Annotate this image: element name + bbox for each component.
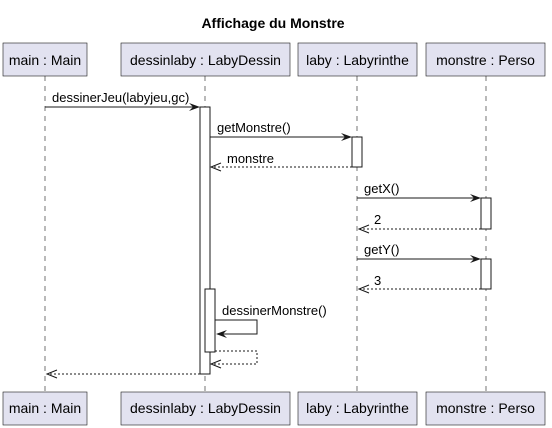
message-gety: getY() <box>357 242 481 263</box>
message-getx: getX() <box>357 181 481 202</box>
message-label: 2 <box>374 212 381 227</box>
participant-label: main : Main <box>9 400 81 416</box>
message-return-monstre: monstre <box>209 151 352 172</box>
participant-label: main : Main <box>9 52 81 68</box>
activation-laby <box>351 136 363 168</box>
message-getmonstre: getMonstre() <box>210 120 352 141</box>
message-label: monstre <box>227 151 274 166</box>
activation-dessinlaby-nested <box>204 288 216 353</box>
participant-main-top: main : Main <box>2 42 88 77</box>
message-label: 3 <box>374 273 381 288</box>
diagram-title: Affichage du Monstre <box>201 15 344 31</box>
participant-label: laby : Labyrinthe <box>306 400 409 416</box>
activation-monstre-getx <box>480 197 492 230</box>
message-return-y: 3 <box>357 273 481 294</box>
participant-dessinlaby-top: dessinlaby : LabyDessin <box>120 42 291 77</box>
participant-laby-bottom: laby : Labyrinthe <box>297 391 418 426</box>
message-self-return <box>209 350 258 369</box>
message-label: dessinerMonstre() <box>222 303 327 318</box>
message-dessinerjeu: dessinerJeu(labyjeu,gc) <box>45 90 200 111</box>
message-label: getX() <box>364 181 399 196</box>
participant-dessinlaby-bottom: dessinlaby : LabyDessin <box>120 391 291 426</box>
participant-monstre-top: monstre : Perso <box>425 42 546 77</box>
participant-label: dessinlaby : LabyDessin <box>130 52 281 68</box>
participant-monstre-bottom: monstre : Perso <box>425 391 546 426</box>
message-return-main <box>45 369 200 379</box>
participant-main-bottom: main : Main <box>2 391 88 426</box>
participant-label: monstre : Perso <box>436 52 535 68</box>
participant-label: laby : Labyrinthe <box>306 52 409 68</box>
message-label: dessinerJeu(labyjeu,gc) <box>52 90 189 105</box>
participant-label: dessinlaby : LabyDessin <box>130 400 281 416</box>
participant-label: monstre : Perso <box>436 400 535 416</box>
message-label: getY() <box>364 242 399 257</box>
activation-monstre-gety <box>480 258 492 290</box>
message-label: getMonstre() <box>217 120 291 135</box>
message-dessinermonstre: dessinerMonstre() <box>215 303 327 338</box>
participant-laby-top: laby : Labyrinthe <box>297 42 418 77</box>
message-return-x: 2 <box>357 212 481 234</box>
activation-dessinlaby <box>199 106 211 375</box>
